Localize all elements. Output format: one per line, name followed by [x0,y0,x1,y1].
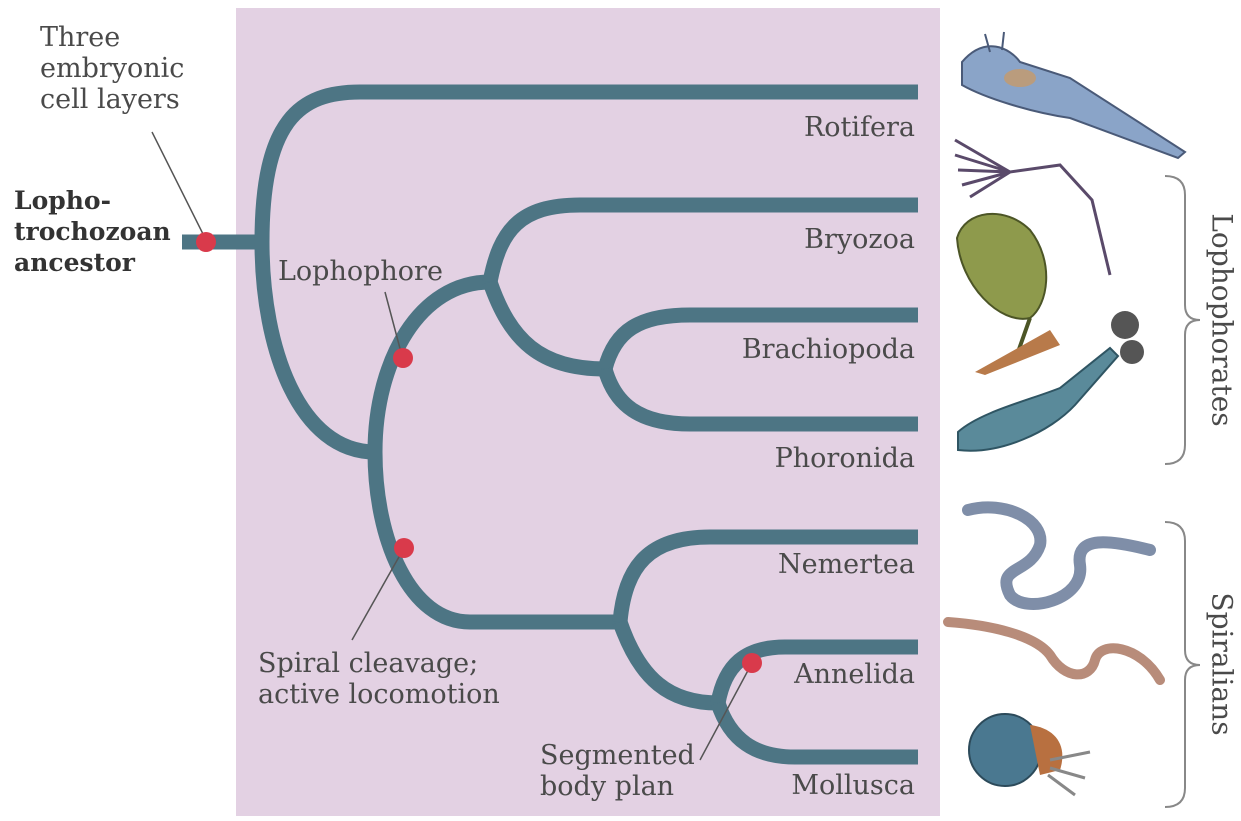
three-layers-line2: embryonic [40,53,184,84]
taxon-phoronida: Phoronida [775,443,915,474]
spiral-line2: active locomotion [258,679,500,710]
segmented-marker [742,653,762,673]
rotifer-icon [962,32,1185,158]
taxon-nemertea: Nemertea [778,549,915,580]
nemertean-icon [968,507,1150,604]
lophophore-marker [393,348,413,368]
nautilus-icon [969,714,1090,795]
taxon-bryozoa: Bryozoa [804,224,915,255]
spiral-label: Spiral cleavage; active locomotion [258,648,500,710]
segmented-label: Segmented body plan [540,740,695,802]
three-layers-marker [196,232,216,252]
ancestor-line2: trochozoan [14,216,171,247]
ancestor-label: Lopho- trochozoan ancestor [14,185,171,278]
ancestor-line1: Lopho- [14,185,171,216]
spiralians-bracket [1165,522,1200,807]
taxon-rotifera: Rotifera [804,112,915,143]
spiral-marker [394,538,414,558]
three-layers-label: Three embryonic cell layers [40,22,184,115]
annelid-icon [948,622,1160,680]
segmented-line1: Segmented [540,740,695,771]
lophophore-label: Lophophore [278,256,443,287]
lophophorates-bracket [1165,176,1200,464]
three-layers-line1: Three [40,22,184,53]
spiral-line1: Spiral cleavage; [258,648,500,679]
lophophorates-label: Lophophorates [1206,213,1239,426]
ancestor-line3: ancestor [14,247,171,278]
taxon-annelida: Annelida [794,659,915,690]
taxon-brachiopoda: Brachiopoda [742,334,915,365]
brachiopod-icon [957,214,1060,375]
segmented-line2: body plan [540,771,695,802]
three-layers-line3: cell layers [40,84,184,115]
taxon-mollusca: Mollusca [791,770,915,801]
spiralians-label: Spiralians [1206,592,1239,735]
